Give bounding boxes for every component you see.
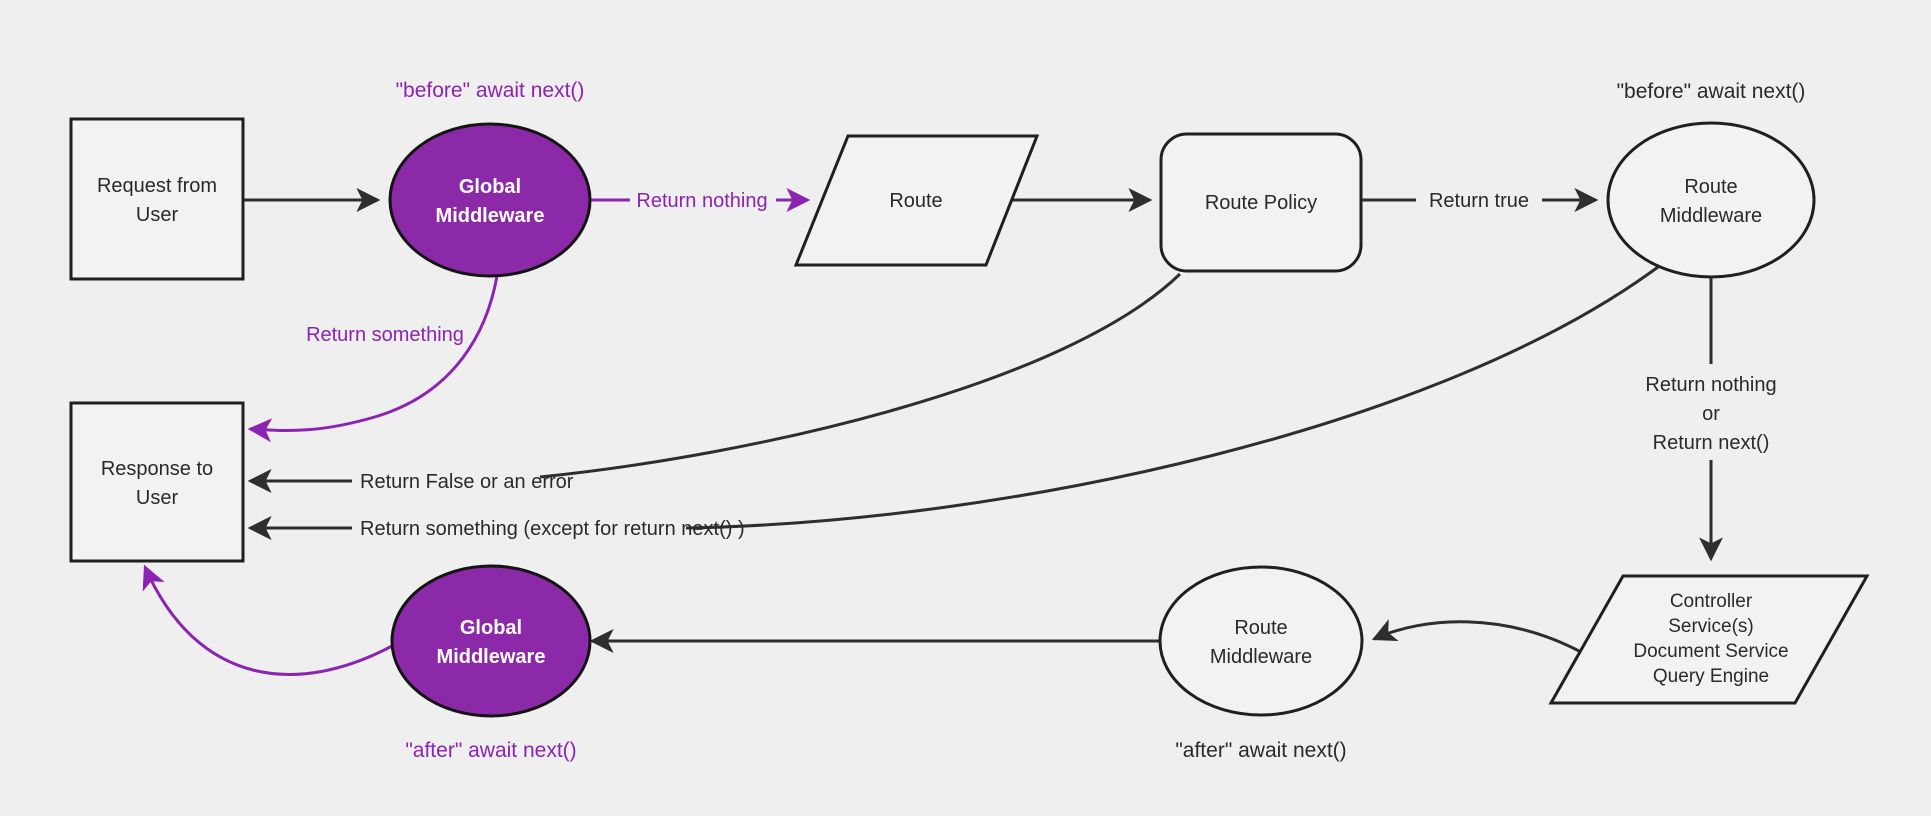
global-middleware-bottom-node: [390, 564, 592, 718]
route-middleware-bottom-label-line1: Route: [1234, 617, 1287, 639]
return-true-label: Return true: [1429, 190, 1529, 212]
response-node-label-line1: Response to: [101, 458, 213, 480]
after-await-next-global-annotation: "after" await next(): [405, 739, 576, 762]
return-nothing-label-bg: [630, 185, 776, 215]
return-nothing-or-label-line3: Return next(): [1653, 432, 1770, 454]
global-middleware-top-label-line2: Middleware: [436, 205, 545, 227]
global-middleware-bottom-label-line1: Global: [460, 617, 522, 639]
return-nothing-label: Return nothing: [636, 190, 767, 212]
route-policy-node-label: Route Policy: [1205, 192, 1317, 214]
global-middleware-top-node: [388, 122, 592, 278]
route-middleware-bottom-label-line2: Middleware: [1210, 646, 1312, 668]
response-node-label-line2: User: [136, 487, 179, 509]
services-label-line2: Service(s): [1668, 616, 1754, 637]
route-middleware-bottom-node: [1158, 565, 1364, 717]
return-false-or-error-label: Return False or an error: [360, 471, 574, 493]
edge-services-to-route-middleware-bottom: [1371, 619, 1582, 654]
route-middleware-top-node: [1606, 121, 1816, 279]
services-label-line1: Controller: [1670, 591, 1753, 612]
return-something-label: Return something: [306, 324, 464, 346]
before-await-next-global-annotation: "before" await next(): [396, 79, 585, 102]
after-await-next-route-annotation: "after" await next(): [1175, 739, 1346, 762]
services-node: [1548, 574, 1870, 705]
before-await-next-route-annotation: "before" await next(): [1617, 80, 1806, 103]
route-node: [793, 134, 1040, 267]
request-node-label-line2: User: [136, 204, 179, 226]
request-node-label-line1: Request from: [97, 175, 217, 197]
request-node: [69, 117, 245, 281]
global-middleware-bottom-label-line2: Middleware: [437, 646, 546, 668]
services-label-line3: Document Service: [1633, 641, 1788, 662]
return-true-label-bg: [1416, 185, 1542, 215]
response-node: [69, 401, 245, 563]
edge-route-middleware-return-something-curve: [685, 265, 1659, 530]
route-policy-node: [1159, 132, 1363, 273]
route-middleware-top-label-line2: Middleware: [1660, 205, 1762, 227]
route-node-label: Route: [889, 190, 942, 212]
edge-route-policy-return-false-curve: [539, 272, 1182, 479]
edge-return-something-to-response: [247, 275, 499, 443]
services-label-line4: Query Engine: [1653, 666, 1769, 687]
return-nothing-or-label-line1: Return nothing: [1645, 374, 1776, 396]
route-middleware-top-label-line1: Route: [1684, 176, 1737, 198]
return-nothing-or-label-bg: [1616, 364, 1806, 460]
return-something-except-label: Return something (except for return next…: [360, 518, 745, 540]
return-nothing-or-label-line2: or: [1702, 403, 1720, 425]
edge-global-middleware-bottom-to-response: [142, 564, 393, 676]
global-middleware-top-label-line1: Global: [459, 176, 521, 198]
